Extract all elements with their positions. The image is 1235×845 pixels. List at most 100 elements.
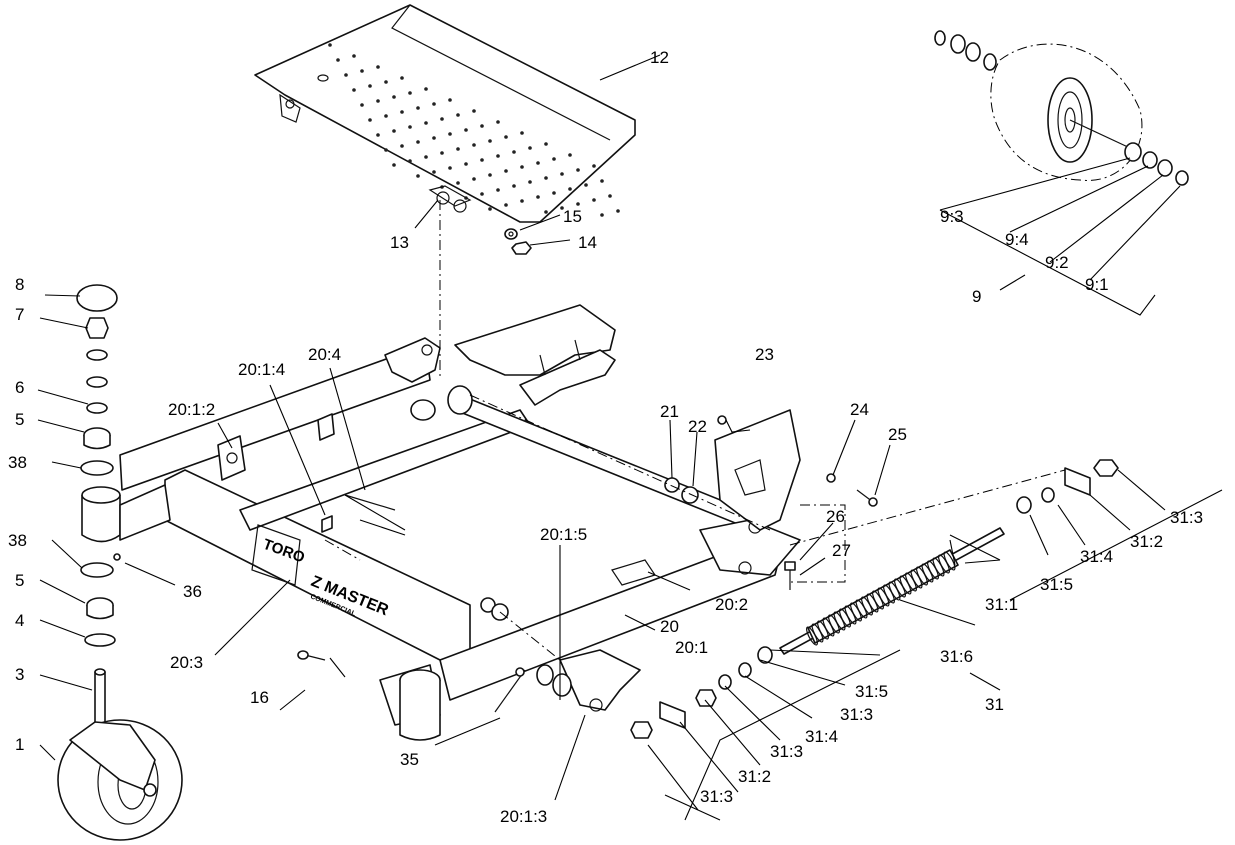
plate-hole <box>432 102 436 106</box>
callout-20-1-3: 20:1:3 <box>500 807 547 826</box>
plate-hole <box>480 124 484 128</box>
callout-20: 20 <box>660 617 679 636</box>
plate-hole <box>416 140 420 144</box>
leader-lines <box>37 54 1223 821</box>
plate-hole <box>544 176 548 180</box>
callout-9-2: 9:2 <box>1045 253 1069 272</box>
callout-6: 6 <box>15 378 24 397</box>
plate-hole <box>464 128 468 132</box>
plate-hole <box>520 165 524 169</box>
plate-hole <box>576 202 580 206</box>
plate-hole <box>600 179 604 183</box>
callout-36: 36 <box>183 582 202 601</box>
plate-hole <box>472 143 476 147</box>
callout-31-3-lower: 31:3 <box>770 742 803 761</box>
plate-hole <box>344 73 348 77</box>
plate-hole <box>424 121 428 125</box>
callout-31-3-mid: 31:3 <box>840 705 873 724</box>
plate-hole <box>424 155 428 159</box>
plate-hole <box>368 118 372 122</box>
callout-31-5-top: 31:5 <box>1040 575 1073 594</box>
callout-1: 1 <box>15 735 24 754</box>
plate-hole <box>360 103 364 107</box>
plate-hole <box>368 84 372 88</box>
plate-hole <box>472 109 476 113</box>
callout-21: 21 <box>660 402 679 421</box>
plate-hole <box>432 170 436 174</box>
callout-31-1: 31:1 <box>985 595 1018 614</box>
callout-20-1-2: 20:1:2 <box>168 400 215 419</box>
plate-hole <box>504 135 508 139</box>
plate-hole <box>448 166 452 170</box>
plate-hole <box>400 76 404 80</box>
plate-hole <box>552 191 556 195</box>
callout-38-lower: 38 <box>8 531 27 550</box>
plate-hole <box>456 113 460 117</box>
plate-hole <box>544 210 548 214</box>
plate-hole <box>576 168 580 172</box>
callout-8: 8 <box>15 275 24 294</box>
plate-hole <box>520 131 524 135</box>
plate-hole <box>488 207 492 211</box>
plate-hole <box>448 132 452 136</box>
callout-31-2-top: 31:2 <box>1130 532 1163 551</box>
plate-hole <box>352 54 356 58</box>
plate-hardware <box>504 228 532 255</box>
callout-20-2: 20:2 <box>715 595 748 614</box>
plate-hole <box>496 188 500 192</box>
plate-hole <box>408 91 412 95</box>
callout-31-4-top: 31:4 <box>1080 547 1113 566</box>
plate-hole <box>520 199 524 203</box>
callout-24: 24 <box>850 400 869 419</box>
foot-plate <box>254 4 636 223</box>
plate-hole <box>376 133 380 137</box>
plate-hole <box>360 69 364 73</box>
plate-hole <box>560 172 564 176</box>
plate-hole <box>592 164 596 168</box>
plate-hole <box>424 87 428 91</box>
plate-hole <box>568 153 572 157</box>
callout-20-1: 20:1 <box>675 638 708 657</box>
plate-hole <box>584 183 588 187</box>
callout-5-lower: 5 <box>15 571 24 590</box>
callout-15: 15 <box>563 207 582 226</box>
callout-14: 14 <box>578 233 597 252</box>
main-frame <box>81 304 801 741</box>
plate-hole <box>536 195 540 199</box>
callout-20-1-5: 20:1:5 <box>540 525 587 544</box>
callout-9: 9 <box>972 287 981 306</box>
plate-hole <box>568 187 572 191</box>
plate-hole <box>400 110 404 114</box>
plate-hole <box>416 174 420 178</box>
plate-hole <box>392 163 396 167</box>
callout-31-3-top: 31:3 <box>1170 508 1203 527</box>
plate-hole <box>432 136 436 140</box>
plate-hole <box>544 142 548 146</box>
center-lines <box>324 200 1066 661</box>
plate-hole <box>480 192 484 196</box>
plate-hole <box>328 43 332 47</box>
callout-9-3: 9:3 <box>940 207 964 226</box>
plate-hole <box>592 198 596 202</box>
plate-hole <box>512 184 516 188</box>
plate-hole <box>384 80 388 84</box>
plate-hole <box>392 95 396 99</box>
callout-31: 31 <box>985 695 1004 714</box>
callout-20-4: 20:4 <box>308 345 341 364</box>
callout-20-1-4: 20:1:4 <box>238 360 285 379</box>
callout-26: 26 <box>826 507 845 526</box>
callout-13: 13 <box>390 233 409 252</box>
plate-hole <box>408 125 412 129</box>
callout-25: 25 <box>888 425 907 444</box>
plate-hole <box>472 177 476 181</box>
caster-assembly <box>57 284 183 841</box>
callout-31-6: 31:6 <box>940 647 973 666</box>
spring-assembly <box>630 459 1119 739</box>
plate-hole <box>416 106 420 110</box>
callout-9-4: 9:4 <box>1005 230 1029 249</box>
plate-hole <box>392 129 396 133</box>
plate-hole <box>480 158 484 162</box>
plate-hole <box>464 162 468 166</box>
plate-hole <box>488 173 492 177</box>
